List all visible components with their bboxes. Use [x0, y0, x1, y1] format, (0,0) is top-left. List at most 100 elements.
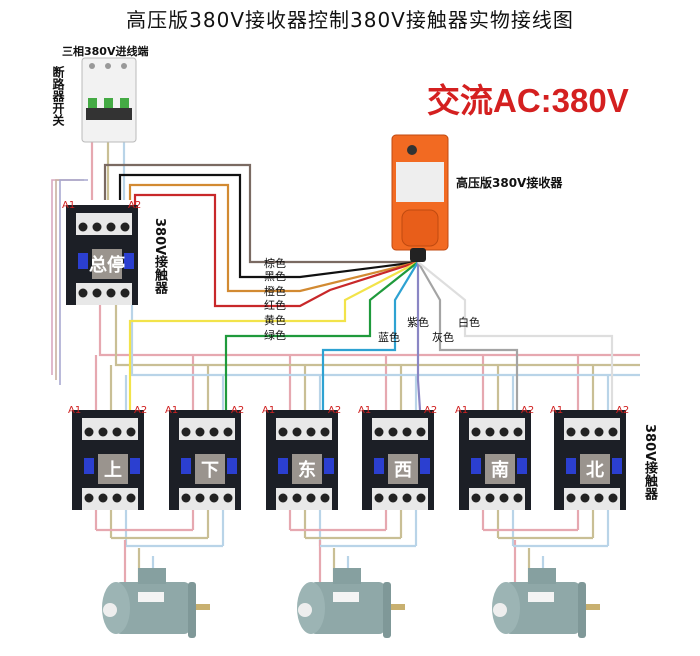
motor-end-label [493, 603, 507, 617]
a2-terminal-label: A2 [231, 405, 244, 416]
wire-label-blue: 蓝色 [378, 331, 400, 344]
breaker-toggle [88, 98, 97, 108]
receiver-label: 高压版380V接收器 [456, 176, 563, 190]
terminal-screw [608, 493, 618, 503]
breaker-screw [89, 63, 95, 69]
terminal-screw [120, 222, 130, 232]
wire-label-red: 红色 [264, 299, 286, 312]
contactor-label: 西 [394, 460, 412, 481]
receiver-nameplate [396, 162, 444, 202]
motor-1 [102, 568, 210, 638]
terminal-screw [499, 493, 509, 503]
motor-flange [578, 582, 586, 638]
contactor-1: 下 A1 A2 [165, 405, 244, 510]
input-label: 三相380V进线端 [62, 45, 149, 58]
contactor-label-box [388, 454, 418, 484]
contactor-bottom-terminals [372, 488, 428, 510]
motor-body [505, 582, 580, 634]
terminal-screw [402, 493, 412, 503]
terminal-screw [471, 493, 481, 503]
orange-wire [128, 183, 419, 293]
a1-terminal-label: A1 [62, 200, 75, 211]
motor-nameplate [333, 592, 359, 602]
terminal-screw [306, 493, 316, 503]
blue-indicator [181, 458, 191, 474]
blue-indicator [278, 458, 288, 474]
terminal-screw [112, 493, 122, 503]
terminal-screw [388, 493, 398, 503]
terminal-screw [513, 427, 523, 437]
wire-label-black: 黑色 [264, 270, 286, 283]
a2-terminal-label: A2 [128, 200, 141, 211]
blue-indicator [227, 458, 237, 474]
receiver-cable-gland [410, 248, 426, 262]
green-wire [224, 261, 419, 410]
contactor-bottom-terminals [276, 488, 332, 510]
terminal-screw [209, 493, 219, 503]
terminal-screw [485, 427, 495, 437]
terminal-screw [416, 427, 426, 437]
terminal-screw [120, 288, 130, 298]
motor-shaft [196, 604, 210, 610]
terminal-screw [223, 427, 233, 437]
motor-3 [492, 568, 600, 638]
motor-shaft [586, 604, 600, 610]
terminal-screw [92, 288, 102, 298]
power-bus-wire [130, 305, 640, 377]
terminal-screw [78, 288, 88, 298]
control-loop-wire [59, 179, 88, 385]
terminal-screw [112, 427, 122, 437]
blue-indicator [84, 458, 94, 474]
a1-terminal-label: A1 [165, 405, 178, 416]
contactor-label: 上 [104, 460, 122, 481]
wire-label-brown: 棕色 [264, 257, 286, 270]
motor-terminal-box [138, 568, 166, 584]
motor-flange [188, 582, 196, 638]
contactor-top-terminals [564, 418, 620, 440]
contactor-top-terminals [276, 418, 332, 440]
contactor-label-box [98, 454, 128, 484]
red-wire [133, 193, 419, 308]
breaker-screw [105, 63, 111, 69]
contactor-top-terminals [372, 418, 428, 440]
terminal-screw [106, 288, 116, 298]
breaker-toggle [104, 98, 113, 108]
contactor-bottom-terminals [76, 283, 132, 305]
yellow-wire [128, 261, 419, 410]
terminal-screw [106, 222, 116, 232]
contactor-label: 下 [201, 460, 219, 481]
terminal-screw [580, 493, 590, 503]
blue-indicator [471, 458, 481, 474]
wire-label-gray: 灰色 [432, 331, 454, 344]
a2-terminal-label: A2 [424, 405, 437, 416]
contactor-top-terminals [469, 418, 525, 440]
contactor-label-box [292, 454, 322, 484]
blue-wire [321, 261, 419, 410]
blue-indicator [517, 458, 527, 474]
terminal-screw [471, 427, 481, 437]
blue-indicator [78, 253, 88, 269]
a1-terminal-label: A1 [455, 405, 468, 416]
blue-indicator [374, 458, 384, 474]
terminal-screw [566, 493, 576, 503]
contactor-label-box [92, 249, 122, 279]
terminal-screw [402, 427, 412, 437]
terminal-screw [126, 493, 136, 503]
contactor-label: 总停 [89, 254, 125, 276]
terminal-screw [608, 427, 618, 437]
terminal-screw [499, 427, 509, 437]
terminal-screw [320, 427, 330, 437]
motor-flange [383, 582, 391, 638]
contactor-top-terminals [82, 418, 138, 440]
motor-nameplate [528, 592, 554, 602]
motor-end-label [298, 603, 312, 617]
motor-terminal-box [333, 568, 361, 584]
brown-wire [103, 163, 418, 264]
blue-indicator [566, 458, 576, 474]
receiver-antenna-port [407, 145, 417, 155]
terminal-screw [320, 493, 330, 503]
a1-terminal-label: A1 [68, 405, 81, 416]
main-contactor-side-label: 380V接触器 [152, 218, 167, 295]
